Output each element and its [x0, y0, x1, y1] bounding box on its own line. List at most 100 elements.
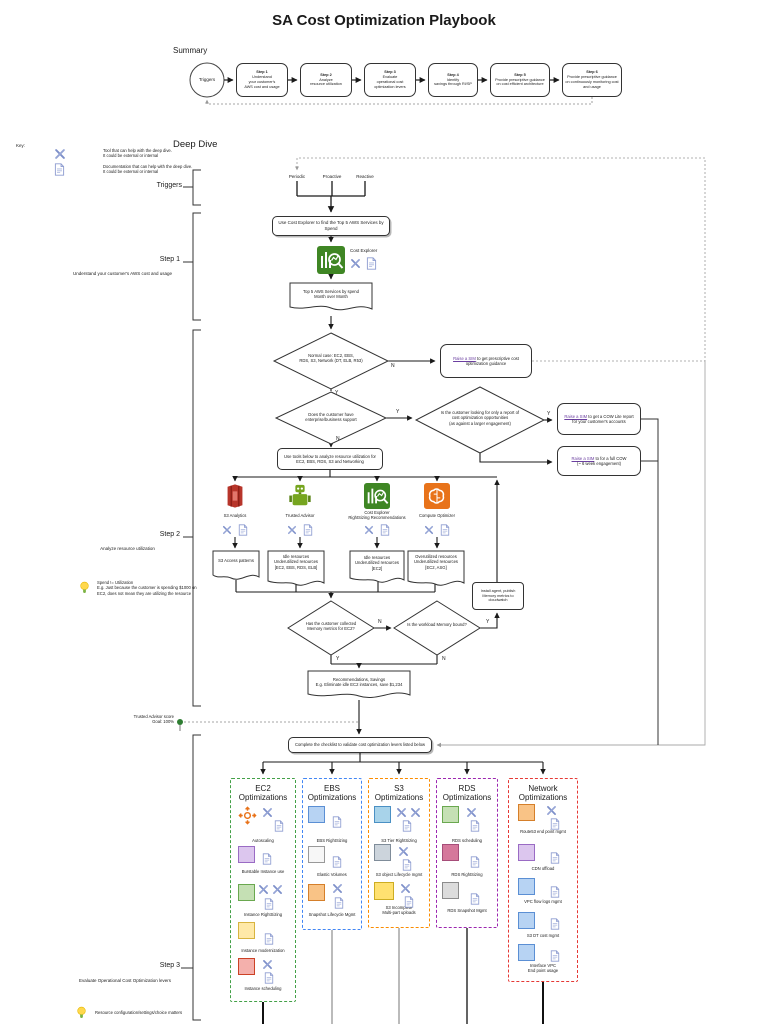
doc-icon: [380, 524, 390, 536]
rds-scheduling-square: [442, 806, 459, 823]
tool-icon: [222, 525, 232, 535]
tool-icon: [398, 846, 409, 857]
trusted-advisor-icon: [287, 483, 313, 509]
doc-icon: [264, 933, 274, 945]
section-label-step3: Step 3: [159, 962, 180, 969]
route53-square: [518, 804, 535, 821]
summary-step-3-title: Step 3: [384, 70, 396, 75]
key-doc-desc: Documentation that can help with the dee…: [103, 164, 193, 175]
top5-doc-text: Top 5 AWS Services by spend Month over M…: [303, 289, 359, 300]
doc-icon: [550, 818, 560, 830]
raise-sim-link-2[interactable]: Raise a SIM: [564, 413, 588, 419]
summary-step-6-desc: Provide prescriptive guidance on continu…: [565, 75, 619, 89]
summary-step-5-desc: Provide prescriptive guidance on cost ef…: [495, 77, 545, 87]
decision-support-text: Does the customer have enterprise/busine…: [305, 412, 357, 423]
doc-icon: [366, 257, 377, 270]
return-loop-top: [295, 157, 706, 362]
page-title: SA Cost Optimization Playbook: [272, 12, 496, 29]
doc-icon: [440, 524, 450, 536]
item-label: Instance modernization: [241, 948, 285, 953]
section-label-triggers: Triggers: [156, 182, 182, 189]
return-loop-right: [436, 361, 706, 748]
ta-note: Trusted Advisor score Goal: 100%: [133, 714, 174, 725]
use-tools-box: Use tools below to analyze resource util…: [277, 448, 383, 470]
column-ec2-title: EC2 Optimizations: [238, 784, 288, 803]
tool-icon: [332, 883, 343, 894]
s3-lifecycle-square: [374, 844, 391, 861]
sim-cow-lite-rest: to get a COW Lite report for your custom…: [572, 413, 634, 424]
decision-membound-text: Is the workload Memory bound?: [407, 622, 467, 627]
doc-icon: [470, 856, 480, 868]
doc-recommendations: [307, 670, 411, 698]
item-label: Interface VPC End point usage: [527, 963, 559, 974]
doc-icon: [402, 820, 412, 832]
doc-icon: [264, 972, 274, 984]
output-overutilized: Overutilized resources Underutilized res…: [414, 554, 458, 570]
item-label: CDN offload: [531, 866, 555, 871]
ta-goal-dot: [177, 719, 183, 725]
label-yes-5: Y: [336, 656, 340, 662]
interface-vpc-square: [518, 944, 535, 961]
doc-s3-access: [212, 550, 260, 580]
column-network-title: Network Optimizations: [518, 784, 568, 803]
tool-icon: [287, 525, 297, 535]
ebs-rightsizing-square: [308, 806, 325, 823]
doc-icon: [332, 816, 342, 828]
doc-top5: [289, 282, 373, 311]
resource-note: Resource configuration/settings/choice m…: [95, 1010, 183, 1015]
label-yes-4: Y: [486, 619, 490, 625]
summary-step-6-title: Step 6: [586, 70, 598, 75]
decision-normal-text: Normal case: EC2, EBS, RDS, S3, Network …: [299, 353, 363, 364]
label-yes-2: Y: [396, 409, 400, 415]
item-label: RDS scheduling: [451, 838, 483, 843]
sim-cow-full-box: Raise a SIM to for a full COW (~ 6 week …: [557, 446, 641, 476]
label-yes-1: Y: [335, 390, 339, 396]
raise-sim-link-1[interactable]: Raise a SIM: [453, 355, 476, 361]
item-label: Instance RightSizing: [243, 912, 283, 917]
label-no-4: N: [442, 656, 446, 662]
elastic-volumes-square: [308, 846, 325, 863]
summary-step-1-title: Step 1: [256, 70, 268, 75]
section-desc-step1: Understand your customer's AWS cost and …: [73, 271, 172, 276]
decision-support: [274, 391, 388, 445]
decision-report-only: [414, 386, 546, 454]
doc-icon: [238, 524, 248, 536]
sim-return-line-1: [641, 418, 659, 745]
section-desc-step3: Evaluate Operational Cost Optimization l…: [78, 978, 172, 983]
item-label: Autoscaling: [252, 838, 274, 843]
doc-icon: [264, 898, 274, 910]
tool-icon: [396, 807, 407, 818]
lightbulb-icon: [76, 1006, 87, 1020]
column-ec2: [230, 778, 296, 1002]
doc-icon: [274, 820, 284, 832]
trigger-periodic: Periodic: [288, 174, 306, 179]
tool-icon: [350, 258, 361, 269]
sim-guidance-rest: to get prescriptive cost optimization gu…: [465, 355, 519, 366]
column-ebs: [302, 778, 362, 930]
item-label: VPC flow logs mgmt: [524, 899, 562, 904]
tool-icon: [262, 959, 273, 970]
summary-step-2-desc: Analyze resource utilization: [310, 77, 342, 87]
tool-icon: [258, 884, 269, 895]
raise-sim-link-3[interactable]: Raise a SIM: [571, 455, 595, 461]
trigger-proactive: Proactive: [322, 174, 342, 179]
label-no-3: N: [378, 619, 382, 625]
s3-analytics-icon: [222, 483, 248, 509]
output-idle-1: Idle resources Underutilized resources […: [274, 554, 318, 570]
cost-explorer-icon: [364, 483, 390, 509]
tool-label-compute-optimizer: Compute Optimizer: [418, 513, 456, 518]
summary-trigger-label: Triggers: [198, 77, 216, 82]
cost-explorer-icon: [317, 246, 345, 274]
section-desc-step2: Analyze resource utilization: [100, 546, 155, 551]
tool-icon: [546, 805, 557, 816]
key-tool-desc: Tool that can help with the deep dive. I…: [103, 148, 172, 159]
section-brackets: [181, 169, 201, 1021]
doc-icon: [550, 886, 560, 898]
checklist-box: Complete the checklist to validate cost …: [288, 737, 432, 753]
item-label: S3 Incomplete Multi-part uploads: [382, 905, 416, 916]
output-idle-2: Idle resources Underutilized resources […: [355, 555, 399, 571]
instance-modernization-square: [238, 922, 255, 939]
